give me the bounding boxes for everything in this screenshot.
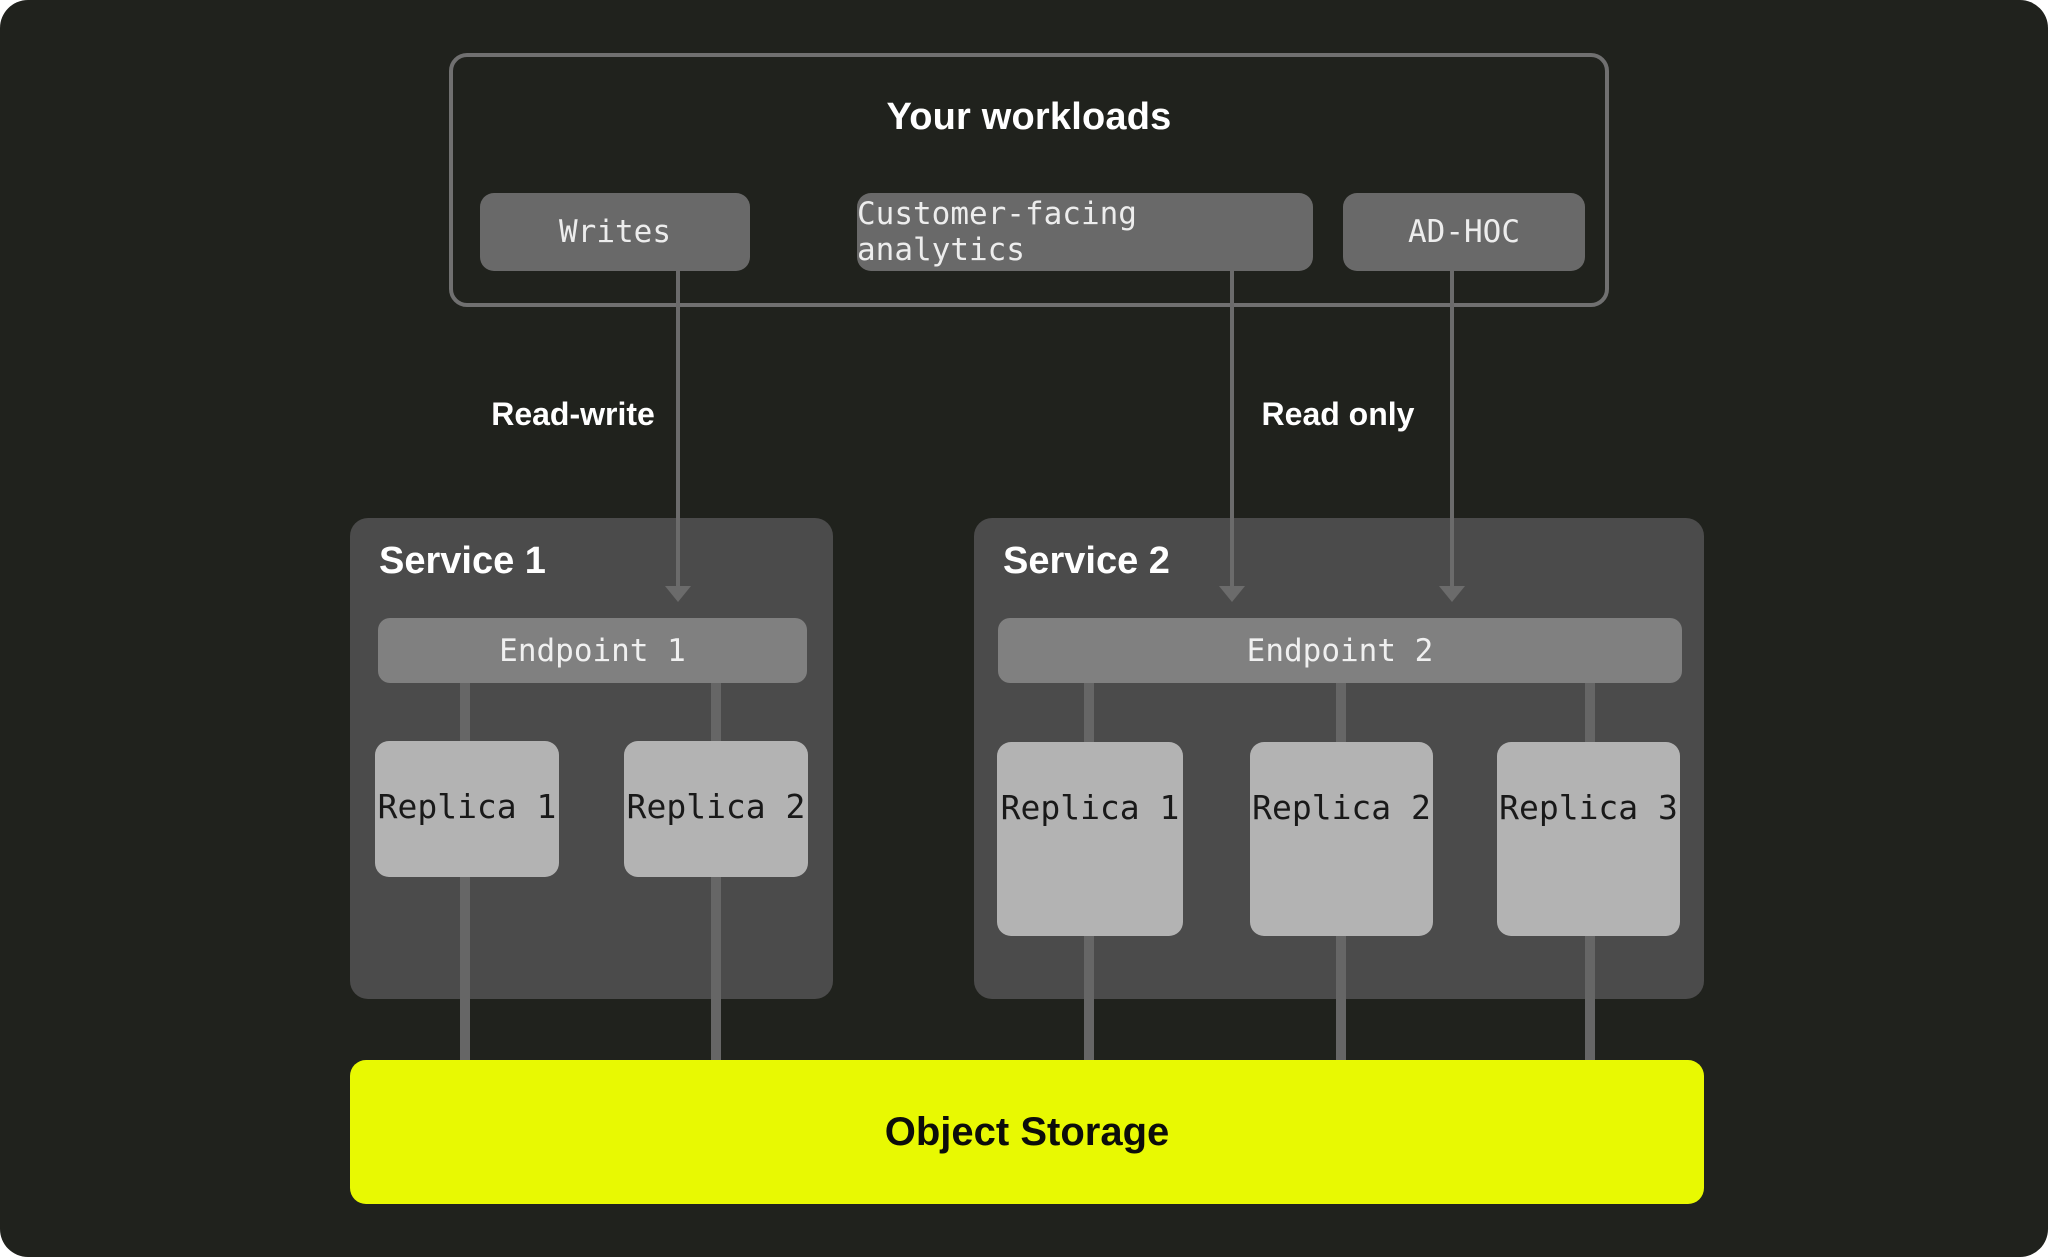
- endpoint-1: Endpoint 1: [378, 618, 807, 683]
- workload-chip-ad-hoc: AD-HOC: [1343, 193, 1585, 271]
- arrowhead-writes-icon: [665, 586, 691, 602]
- arrowhead-analytics-icon: [1219, 586, 1245, 602]
- object-storage-label: Object Storage: [884, 1109, 1170, 1154]
- endpoint-1-label: Endpoint 1: [499, 632, 686, 669]
- workload-chip-customer-facing-analytics: Customer-facing analytics: [857, 193, 1313, 271]
- arrowhead-adhoc-icon: [1439, 586, 1465, 602]
- endpoint-2: Endpoint 2: [998, 618, 1682, 683]
- service1-replica-1: Replica 1: [375, 741, 559, 877]
- workloads-container: [449, 53, 1609, 307]
- service-2-title: Service 2: [1003, 540, 1170, 582]
- workload-chip-writes-label: Writes: [559, 214, 671, 250]
- service2-replica-3: Replica 3: [1497, 742, 1680, 936]
- arrow-analytics-to-endpoint2: [1230, 270, 1234, 586]
- read-write-label: Read-write: [491, 396, 655, 432]
- arrow-writes-to-endpoint1: [676, 270, 680, 586]
- service-1-title: Service 1: [379, 540, 546, 582]
- service2-replica-2: Replica 2: [1250, 742, 1433, 936]
- service1-replica-2: Replica 2: [624, 741, 808, 877]
- workload-chip-ad-hoc-label: AD-HOC: [1408, 214, 1520, 250]
- workload-chip-writes: Writes: [480, 193, 750, 271]
- object-storage-bar: Object Storage: [350, 1060, 1704, 1204]
- workloads-title: Your workloads: [886, 96, 1172, 138]
- endpoint-2-label: Endpoint 2: [1246, 632, 1434, 669]
- read-only-label: Read only: [1261, 396, 1415, 432]
- service2-replica-1: Replica 1: [997, 742, 1183, 936]
- workload-chip-customer-facing-analytics-label: Customer-facing analytics: [857, 196, 1137, 268]
- arrow-adhoc-to-endpoint2: [1450, 270, 1454, 586]
